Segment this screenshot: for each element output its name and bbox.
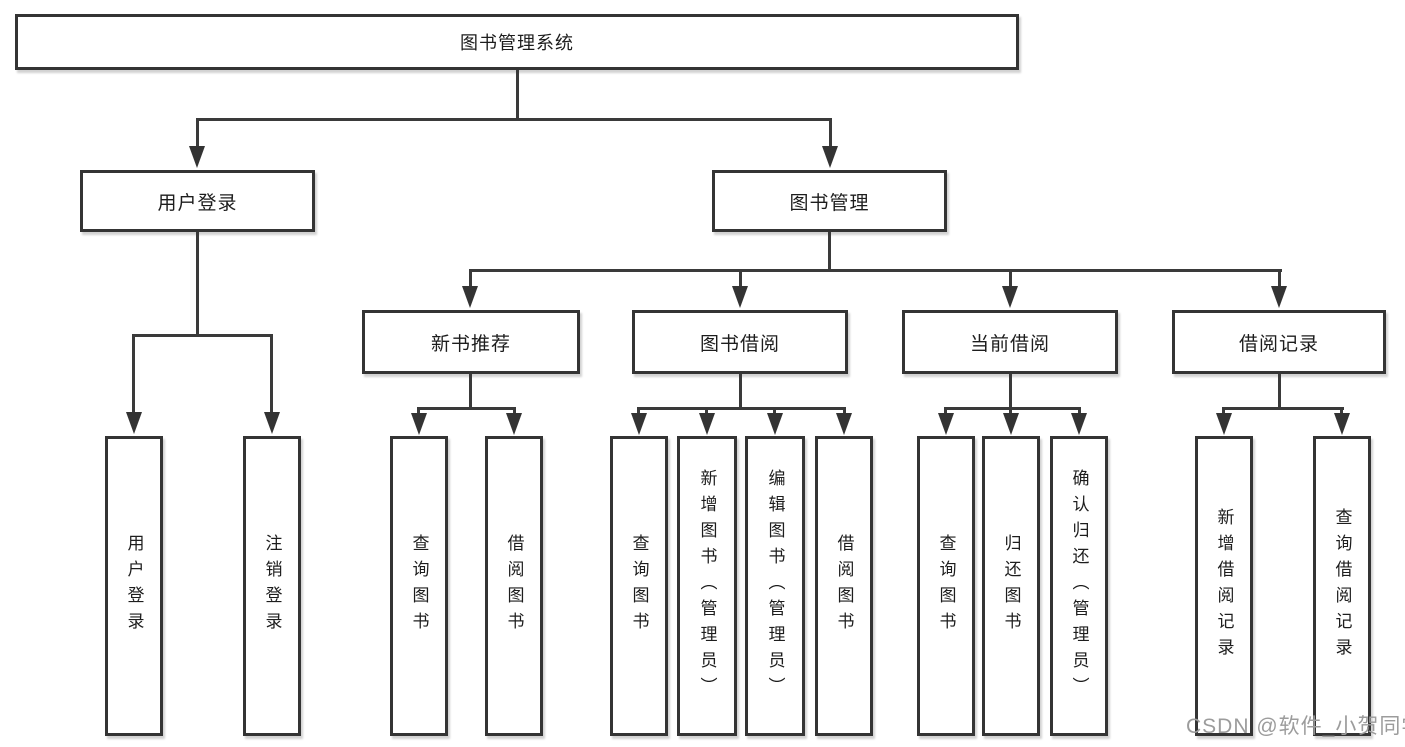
leaf-borrow-books-label: 借阅图书 — [834, 534, 854, 638]
arrow-down-icon — [938, 413, 954, 435]
leaf-confirm-return-admin: 确认归还（管理员） — [1050, 436, 1108, 736]
leaf-query-books-borrow-label: 查询图书 — [629, 534, 649, 638]
connector — [1222, 407, 1225, 415]
arrow-down-icon — [631, 413, 647, 435]
connector — [1078, 407, 1081, 415]
leaf-query-borrow-record: 查询借阅记录 — [1313, 436, 1371, 736]
connector — [944, 407, 947, 415]
connector — [944, 407, 1081, 410]
node-borrow-records-label: 借阅记录 — [1238, 333, 1319, 355]
leaf-borrow-books-recommend: 借阅图书 — [485, 436, 543, 736]
arrow-down-icon — [1003, 413, 1019, 435]
connector — [417, 407, 420, 415]
node-root-label: 图书管理系统 — [460, 33, 574, 53]
connector — [1278, 269, 1281, 287]
arrow-down-icon — [462, 286, 478, 308]
connector — [773, 407, 776, 415]
connector — [513, 407, 516, 415]
connector-login-stem — [196, 118, 199, 148]
connector-root-bar — [196, 118, 832, 121]
connector-mgmt-stem — [829, 118, 832, 148]
node-user-login-label: 用户登录 — [157, 192, 238, 214]
leaf-query-books-current-label: 查询图书 — [936, 534, 956, 638]
arrow-down-icon — [699, 413, 715, 435]
arrow-down-icon — [732, 286, 748, 308]
connector — [843, 407, 846, 415]
node-user-login: 用户登录 — [80, 170, 315, 232]
leaf-add-books-admin: 新增图书（管理员） — [677, 436, 737, 736]
node-borrow-records: 借阅记录 — [1172, 310, 1386, 374]
connector — [417, 407, 516, 410]
node-root: 图书管理系统 — [15, 14, 1019, 70]
leaf-return-books: 归还图书 — [982, 436, 1040, 736]
arrow-down-icon — [1002, 286, 1018, 308]
leaf-confirm-return-admin-label: 确认归还（管理员） — [1069, 469, 1089, 703]
arrow-down-icon — [767, 413, 783, 435]
connector — [1009, 374, 1012, 409]
leaf-add-borrow-record: 新增借阅记录 — [1195, 436, 1253, 736]
connector — [1340, 407, 1343, 415]
connector-root-stem — [516, 70, 519, 120]
leaf-return-books-label: 归还图书 — [1001, 534, 1021, 638]
arrow-down-icon — [1334, 413, 1350, 435]
connector — [637, 407, 640, 415]
leaf-query-books-current: 查询图书 — [917, 436, 975, 736]
leaf-borrow-books: 借阅图书 — [815, 436, 873, 736]
connector-mgmt-bar — [469, 269, 1282, 272]
arrow-down-icon — [1071, 413, 1087, 435]
leaf-borrow-books-recommend-label: 借阅图书 — [504, 534, 524, 638]
connector — [270, 334, 273, 412]
connector — [739, 269, 742, 287]
arrow-down-icon — [126, 412, 142, 434]
connector — [1278, 374, 1281, 409]
leaf-user-login-label: 用户登录 — [124, 534, 144, 638]
connector — [739, 374, 742, 409]
connector-login-bar — [132, 334, 273, 337]
leaf-query-borrow-record-label: 查询借阅记录 — [1332, 508, 1352, 664]
connector — [469, 374, 472, 409]
node-book-management-label: 图书管理 — [789, 192, 870, 214]
arrow-down-icon — [1271, 286, 1287, 308]
connector-login-down — [196, 232, 199, 335]
node-book-borrow-label: 图书借阅 — [699, 333, 780, 355]
connector — [1009, 407, 1012, 415]
arrow-down-icon — [822, 146, 838, 168]
node-new-book-recommend-label: 新书推荐 — [430, 333, 511, 355]
node-new-book-recommend: 新书推荐 — [362, 310, 580, 374]
connector — [469, 269, 472, 287]
leaf-logout: 注销登录 — [243, 436, 301, 736]
connector — [637, 407, 846, 410]
leaf-edit-books-admin-label: 编辑图书（管理员） — [765, 469, 785, 703]
connector — [132, 334, 135, 412]
arrow-down-icon — [189, 146, 205, 168]
connector — [1009, 269, 1012, 287]
connector — [1222, 407, 1344, 410]
node-current-borrow: 当前借阅 — [902, 310, 1118, 374]
connector-mgmt-down — [828, 232, 831, 271]
csdn-watermark: CSDN @软件_小贺同学 — [1186, 715, 1405, 738]
arrow-down-icon — [1216, 413, 1232, 435]
leaf-user-login: 用户登录 — [105, 436, 163, 736]
node-book-management: 图书管理 — [712, 170, 947, 232]
leaf-edit-books-admin: 编辑图书（管理员） — [745, 436, 805, 736]
leaf-query-books-recommend-label: 查询图书 — [409, 534, 429, 638]
leaf-query-books-recommend: 查询图书 — [390, 436, 448, 736]
arrow-down-icon — [836, 413, 852, 435]
leaf-logout-label: 注销登录 — [262, 534, 282, 638]
leaf-add-borrow-record-label: 新增借阅记录 — [1214, 508, 1234, 664]
leaf-query-books-borrow: 查询图书 — [610, 436, 668, 736]
node-current-borrow-label: 当前借阅 — [969, 333, 1050, 355]
arrow-down-icon — [264, 412, 280, 434]
node-book-borrow: 图书借阅 — [632, 310, 848, 374]
arrow-down-icon — [411, 413, 427, 435]
connector — [705, 407, 708, 415]
arrow-down-icon — [506, 413, 522, 435]
leaf-add-books-admin-label: 新增图书（管理员） — [697, 469, 717, 703]
